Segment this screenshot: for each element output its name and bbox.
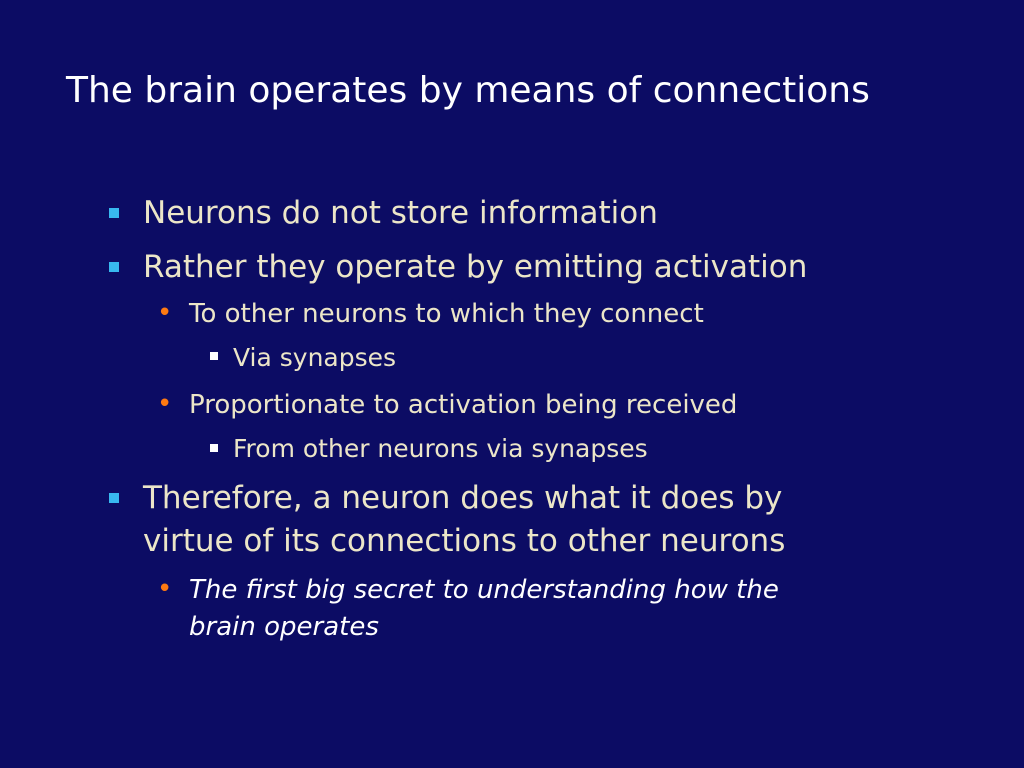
square-bullet-icon — [109, 262, 119, 272]
bullet-text: Rather they operate by emitting activati… — [143, 249, 808, 285]
sub-sub-bullet-text: From other neurons via synapses — [233, 434, 648, 463]
dot-bullet-icon: • — [157, 574, 173, 604]
bullet-text: Therefore, a neuron does what it does by — [143, 480, 783, 516]
slide-title: The brain operates by means of connectio… — [66, 70, 870, 111]
sub-bullet-text: To other neurons to which they connect — [189, 299, 704, 329]
bullet-text: Neurons do not store information — [143, 195, 658, 231]
square-bullet-icon — [109, 208, 119, 218]
small-square-bullet-icon — [210, 352, 218, 360]
sub-bullet-text: Proportionate to activation being receiv… — [189, 390, 738, 420]
bullet-text-continuation: virtue of its connections to other neuro… — [143, 523, 786, 559]
square-bullet-icon — [109, 493, 119, 503]
sub-sub-bullet-text: Via synapses — [233, 343, 397, 372]
small-square-bullet-icon — [210, 444, 218, 452]
dot-bullet-icon: • — [157, 389, 173, 419]
emphasis-sub-bullet-text: The first big secret to understanding ho… — [189, 575, 779, 605]
dot-bullet-icon: • — [157, 298, 173, 328]
emphasis-sub-bullet-text-continuation: brain operates — [189, 612, 379, 642]
